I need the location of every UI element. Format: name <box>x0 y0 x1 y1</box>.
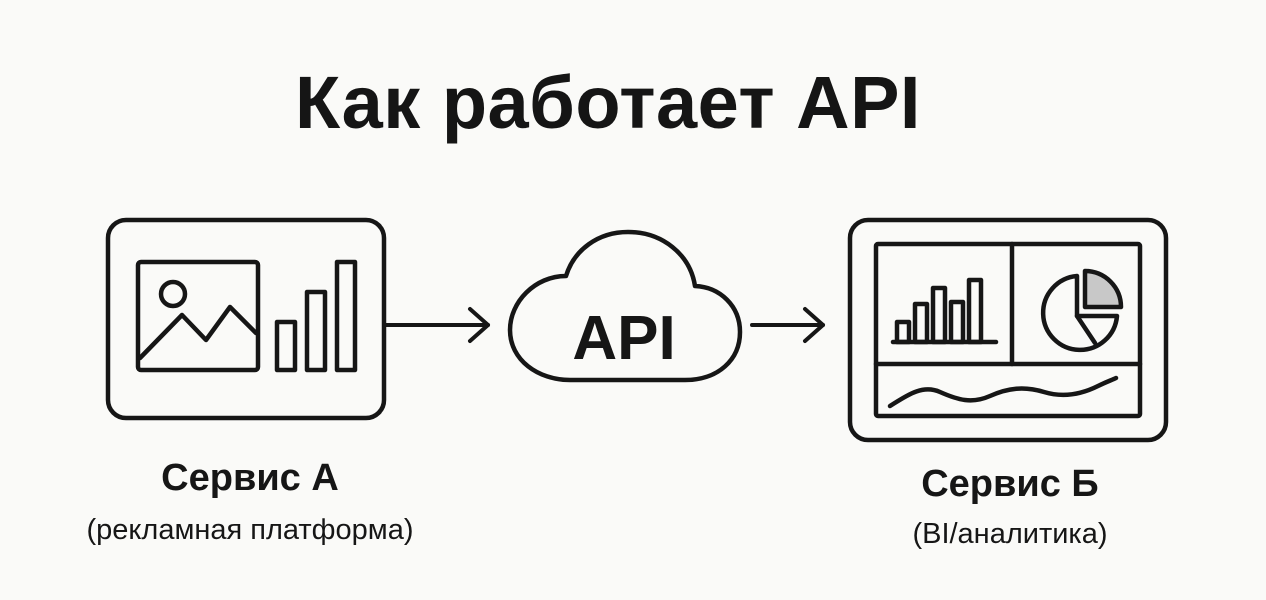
service-a-card <box>105 217 387 421</box>
page-title: Как работает API <box>295 61 921 144</box>
cloud-icon: API <box>507 229 743 383</box>
service-a-description: (рекламная платформа) <box>86 514 414 546</box>
service-b-name: Сервис Б <box>921 463 1099 505</box>
bar-chart-icon <box>274 259 358 373</box>
service-a-frame <box>105 217 387 421</box>
bar-chart-icon <box>890 277 999 345</box>
service-b-frame <box>847 217 1169 443</box>
arrow-right-icon <box>750 307 825 343</box>
api-label: API <box>572 304 675 373</box>
dashboard-frame <box>873 241 1143 419</box>
pie-chart-icon <box>1040 268 1124 353</box>
service-b-card <box>847 217 1169 443</box>
line-chart-icon <box>887 375 1119 409</box>
arrow-right-icon <box>382 307 490 343</box>
service-b-description: (BI/аналитика) <box>912 518 1108 550</box>
image-icon <box>135 259 261 373</box>
service-a-name: Сервис А <box>161 457 339 499</box>
